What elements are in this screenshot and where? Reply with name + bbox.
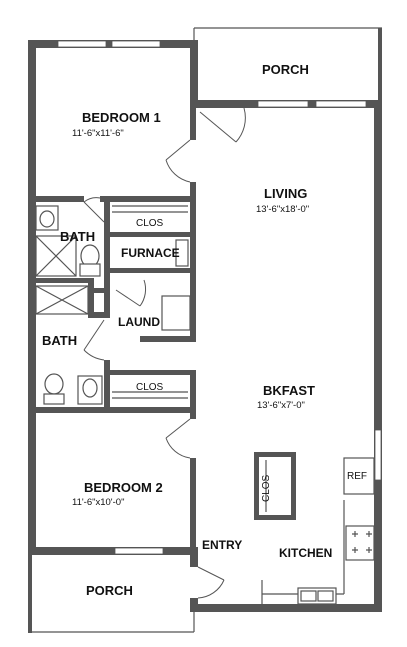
closet-lines <box>112 205 188 399</box>
closet2-label: CLOS <box>136 382 164 393</box>
porch-top-label: PORCH <box>262 62 309 77</box>
closet1-label: CLOS <box>136 218 164 229</box>
bkfast-label: BKFAST <box>263 383 315 398</box>
bedroom2-label: BEDROOM 2 <box>84 480 163 495</box>
kitchen-label: KITCHEN <box>279 546 333 560</box>
bedroom1-label: BEDROOM 1 <box>82 110 161 125</box>
closet3-label: CLOS <box>261 474 272 502</box>
interior-walls <box>34 100 196 555</box>
bedroom2-dimensions: 11'-6"x10'-0" <box>72 497 125 508</box>
porch-bottom-label: PORCH <box>86 583 133 598</box>
porch-top-outline <box>193 27 382 102</box>
exterior-walls <box>28 40 382 612</box>
doors <box>83 107 246 599</box>
windows <box>57 40 382 555</box>
fixtures <box>35 205 375 605</box>
bath1-label: BATH <box>60 229 96 244</box>
bath2-label: BATH <box>42 333 78 348</box>
laundry-label: LAUND <box>118 315 160 329</box>
living-dimensions: 13'-6"x18'-0" <box>256 204 310 215</box>
living-label: LIVING <box>264 186 308 201</box>
ref-label: REF <box>347 471 367 482</box>
bedroom1-dimensions: 11'-6"x11'-6" <box>72 128 124 139</box>
furnace-label: FURNACE <box>121 246 180 260</box>
entry-label: ENTRY <box>202 538 243 552</box>
bkfast-dimensions: 13'-6"x7'-0" <box>257 400 305 411</box>
porch-bottom-outline <box>28 555 195 633</box>
